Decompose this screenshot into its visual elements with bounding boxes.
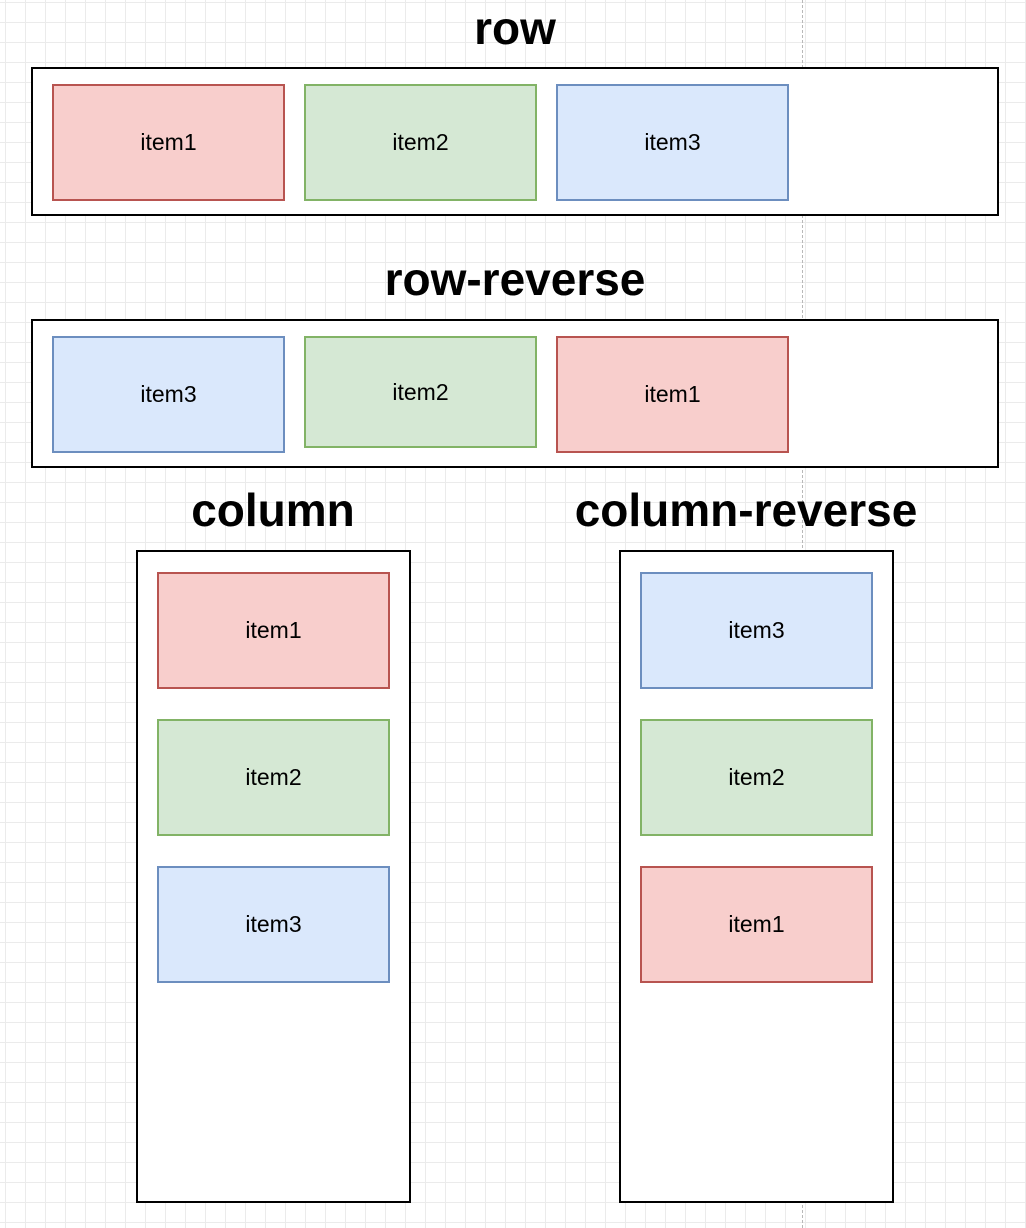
column-reverse-item-1: item3 [640,572,873,689]
row-item-3: item3 [556,84,789,201]
container-row: item1 item2 item3 [31,67,999,216]
column-item-3: item3 [157,866,390,983]
title-column: column [191,484,355,536]
row-reverse-item-1: item3 [52,336,285,453]
column-reverse-item-2: item2 [640,719,873,836]
container-column-reverse: item3 item2 item1 [619,550,894,1203]
title-row: row [474,2,556,54]
row-item-1: item1 [52,84,285,201]
row-reverse-item-2: item2 [304,336,537,448]
row-item-2: item2 [304,84,537,201]
title-column-reverse: column-reverse [574,484,918,536]
container-row-reverse: item3 item2 item1 [31,319,999,468]
container-column: item1 item2 item3 [136,550,411,1203]
column-item-2: item2 [157,719,390,836]
title-row-reverse: row-reverse [384,253,646,305]
column-reverse-item-3: item1 [640,866,873,983]
column-item-1: item1 [157,572,390,689]
row-reverse-item-3: item1 [556,336,789,453]
